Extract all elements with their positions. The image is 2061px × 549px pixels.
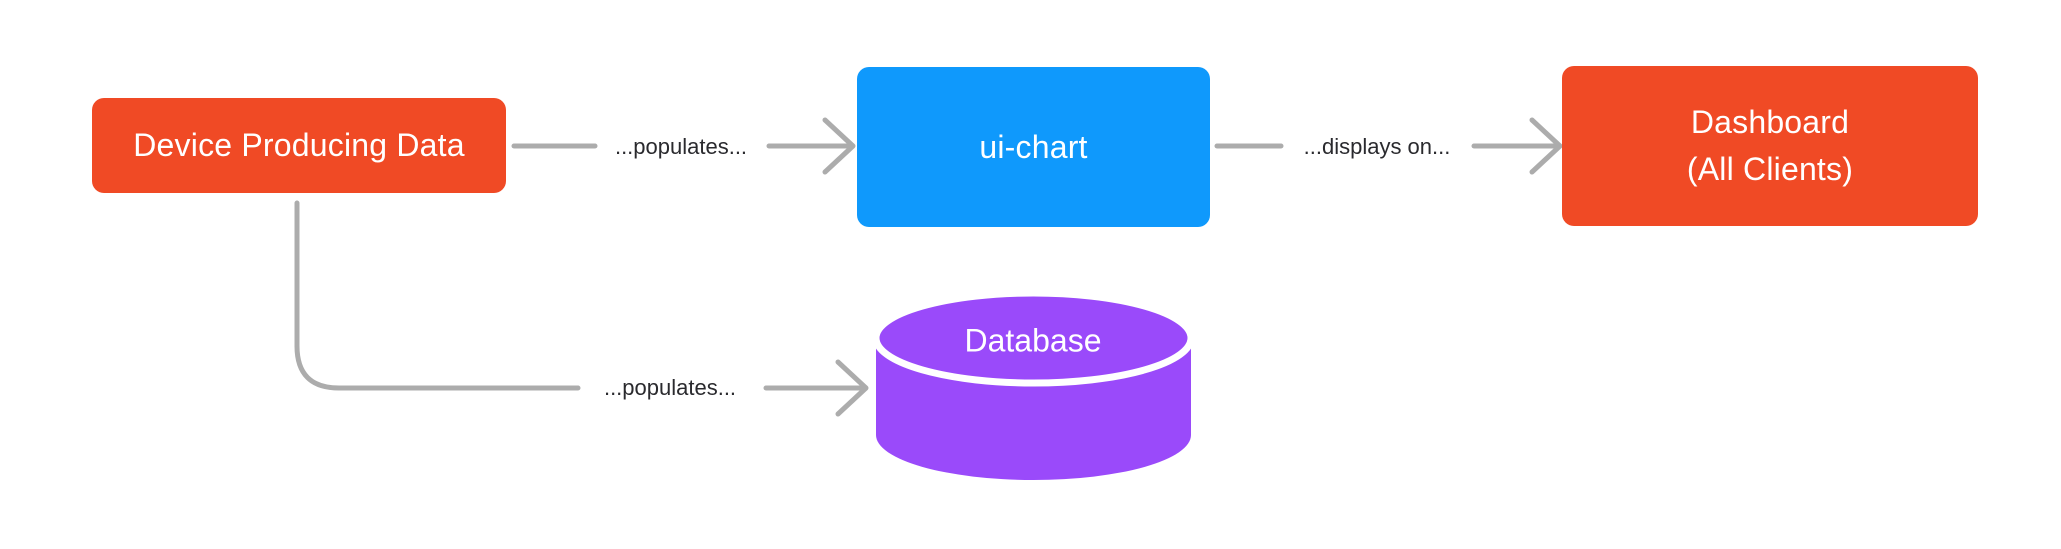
edge-label-populates-top: ...populates... [614, 134, 748, 159]
node-device-producing-data: Device Producing Data [92, 98, 506, 193]
edge-elbow-segment [294, 200, 581, 391]
edge-uichart-to-dashboard [1214, 117, 1563, 175]
node-label: ui-chart [979, 128, 1088, 165]
node-database [872, 289, 1195, 480]
edge-label-populates-bottom: ...populates... [603, 375, 737, 400]
arrowhead-right-icon [835, 359, 869, 417]
node-label: Device Producing Data [133, 127, 465, 163]
node-label-line2: (All Clients) [1686, 151, 1854, 187]
arrowhead-right-icon [1529, 117, 1563, 175]
node-label: Dashboard (All Clients) [1687, 99, 1853, 193]
node-dashboard: Dashboard (All Clients) [1562, 66, 1978, 226]
cylinder-top [872, 289, 1195, 387]
edge-label-displays-on: ...displays on... [1303, 134, 1451, 159]
node-database-label: Database [964, 322, 1102, 359]
arrowhead-right-icon [822, 117, 856, 175]
node-ui-chart: ui-chart [857, 67, 1210, 227]
edge-device-to-uichart [511, 117, 856, 175]
node-label-line1: Dashboard [1690, 104, 1850, 140]
edge-device-to-database [294, 200, 869, 417]
